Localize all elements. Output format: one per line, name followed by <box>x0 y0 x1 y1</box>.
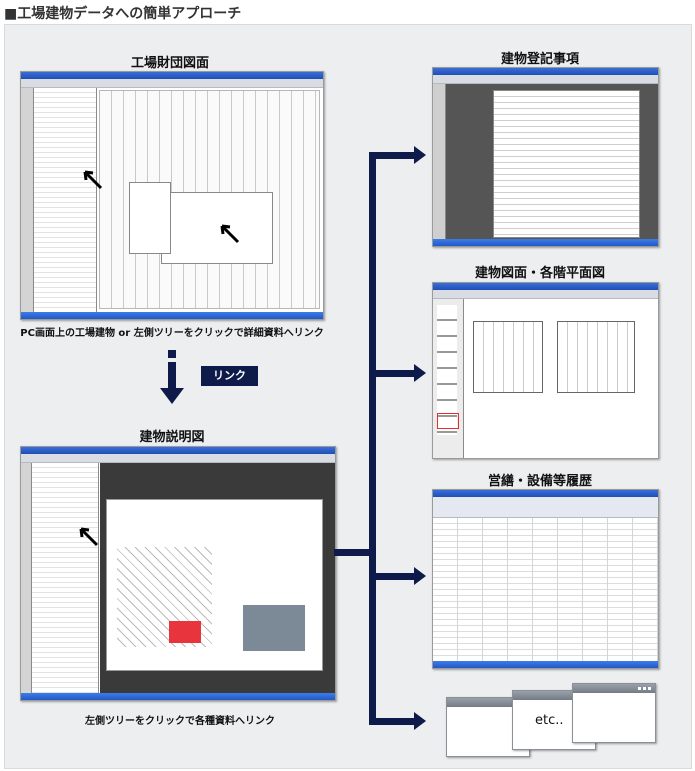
connector-branch <box>369 370 414 377</box>
caption-building-desc: 建物説明図 <box>139 430 205 445</box>
caption-history: 営繕・設備等履歴 <box>487 474 592 489</box>
building-note: 左側ツリーをクリックで各種資料へリンク <box>85 716 275 727</box>
cursor-arrow-icon <box>79 527 99 547</box>
page-title: ■工場建物データへの簡単アプローチ <box>4 6 242 22</box>
connector-main <box>334 549 376 556</box>
cursor-arrow-icon <box>83 170 103 190</box>
window-icon <box>572 683 656 743</box>
connector-branch <box>369 573 414 580</box>
factory-note: PC画面上の工場建物 or 左側ツリーをクリックで詳細資料へリンク <box>20 328 324 339</box>
etc-label: etc.. <box>535 713 564 728</box>
caption-registry: 建物登記事項 <box>500 52 579 67</box>
connector-branch <box>369 152 414 159</box>
history-screenshot <box>432 489 659 669</box>
connector-branch <box>369 718 414 725</box>
registry-screenshot <box>432 67 659 247</box>
right-arrow-icon <box>414 146 426 164</box>
right-arrow-icon <box>414 567 426 585</box>
factory-plan-screenshot <box>20 71 324 320</box>
right-arrow-icon <box>414 712 426 730</box>
link-label: リンク <box>201 366 258 386</box>
floor-plans-screenshot <box>432 282 659 459</box>
right-arrow-icon <box>414 364 426 382</box>
connector-trunk <box>369 152 376 725</box>
down-arrow-icon <box>160 388 184 404</box>
cursor-arrow-icon <box>220 224 240 244</box>
caption-floor-plans: 建物図面・各階平面図 <box>474 266 605 281</box>
caption-factory-plan: 工場財団図面 <box>130 56 209 71</box>
building-desc-screenshot <box>20 446 336 701</box>
